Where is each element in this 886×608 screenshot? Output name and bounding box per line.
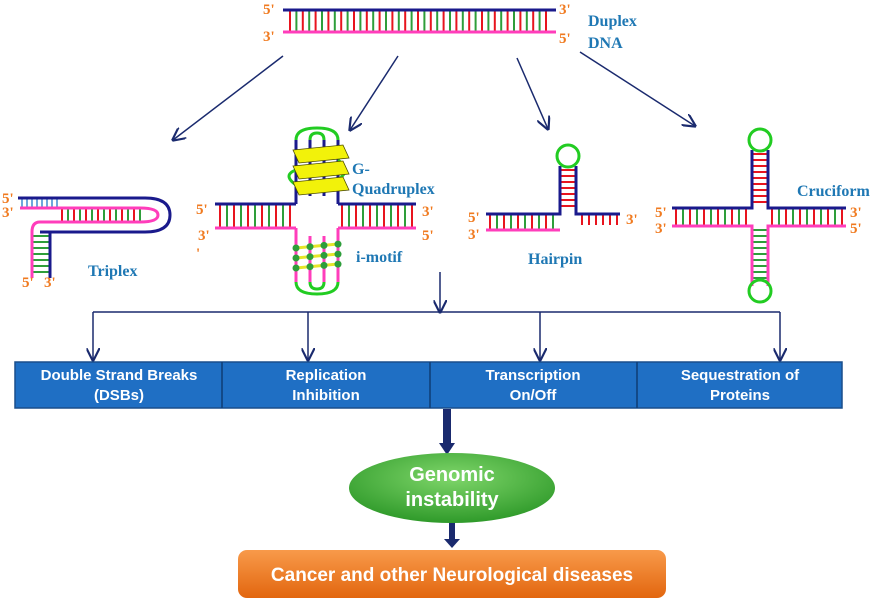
duplex-rungs xyxy=(289,11,547,31)
duplex-3prime-left: 3' xyxy=(263,29,275,45)
consequence-connectors xyxy=(93,272,780,360)
duplex-arrows xyxy=(173,51,695,140)
consequence-boxes: Double Strand Breaks (DSBs) Replication … xyxy=(14,361,843,409)
triplex-5prime: 5' xyxy=(2,191,14,207)
c-base-dot xyxy=(306,253,314,261)
c-base-dot xyxy=(334,260,342,268)
triplex-label: Triplex xyxy=(88,263,137,280)
g-quadruplex-label-2: Quadruplex xyxy=(352,181,435,198)
triplex-5prime-bottom: 5' xyxy=(22,275,34,291)
genomic-line1: Genomic xyxy=(409,464,495,486)
c-base-dot xyxy=(320,241,328,249)
duplex-3prime-right: 3' xyxy=(559,2,571,18)
consequence-replication-line1: Replication xyxy=(286,367,367,384)
hairpin-3prime-right: 3' xyxy=(626,212,638,228)
consequence-transcription-line2: On/Off xyxy=(510,387,558,404)
consequence-sequestration-line1: Sequestration of xyxy=(681,367,800,384)
cruciform-label: Cruciform xyxy=(797,183,871,200)
cruci-5prime-right: 5' xyxy=(850,221,862,237)
duplex-5prime-right: 5' xyxy=(559,31,571,47)
cruciform-structure: 5' 3' 3' 5' Cruciform xyxy=(655,127,871,304)
cruci-3prime: 3' xyxy=(655,221,667,237)
consequence-dsb-line2: (DSBs) xyxy=(94,387,144,404)
consequence-transcription-line1: Transcription xyxy=(485,367,580,384)
duplex-5prime-left: 5' xyxy=(263,2,275,18)
consequence-dsb-line1: Double Strand Breaks xyxy=(41,367,198,384)
hairpin-loop xyxy=(555,143,581,169)
arrow-to-triplex xyxy=(173,55,284,140)
arrow-to-cruciform xyxy=(579,51,695,126)
gq-prime-mark: ' xyxy=(196,246,200,262)
c-base-dot xyxy=(292,244,300,252)
hairpin-structure: 5' 3' 3' Hairpin xyxy=(468,143,638,268)
cruciform-bottom-loop xyxy=(747,278,773,304)
g-tetrad-2 xyxy=(292,160,350,180)
arrow-to-hairpin xyxy=(516,57,548,129)
disease-label: Cancer and other Neurological diseases xyxy=(271,565,633,586)
g-quadruplex-label: G- xyxy=(352,161,370,178)
disease-node: Cancer and other Neurological diseases xyxy=(238,550,666,598)
g-tetrad-3 xyxy=(292,176,350,196)
c-base-dot xyxy=(306,263,314,271)
c-base-dot xyxy=(320,251,328,259)
gq-5prime-left: 5' xyxy=(196,202,208,218)
c-base-dot xyxy=(320,261,328,269)
triplex-structure: 5' 3' 5' 3' Triplex xyxy=(2,191,172,291)
triplex-3prime: 3' xyxy=(2,205,14,221)
gq-3prime-right: 3' xyxy=(422,204,434,220)
duplex-label-2: DNA xyxy=(588,35,623,52)
cruci-3prime-right: 3' xyxy=(850,205,862,221)
hairpin-5prime: 5' xyxy=(468,210,480,226)
cruci-5prime: 5' xyxy=(655,205,667,221)
g-tetrad-1 xyxy=(292,144,350,164)
consequence-sequestration-line2: Proteins xyxy=(710,387,770,404)
g-quadruplex-structure: 5' 3' ' 3' 5' G- Quadruplex i-motif xyxy=(196,126,435,296)
gq-5prime-right: 5' xyxy=(422,228,434,244)
genomic-instability-node: Genomic instability xyxy=(349,453,555,523)
hairpin-label: Hairpin xyxy=(528,251,582,268)
c-base-dot xyxy=(292,254,300,262)
genomic-line2: instability xyxy=(405,489,499,511)
duplex-dna: 5' 3' 3' 5' Duplex DNA xyxy=(263,2,637,52)
flow-arrows xyxy=(439,409,460,548)
c-base-dot xyxy=(292,264,300,272)
cruciform-top-loop xyxy=(747,127,773,153)
arrow-to-g-quadruplex xyxy=(350,55,399,130)
gq-3prime-left: 3' xyxy=(198,228,210,244)
i-motif-label: i-motif xyxy=(356,249,403,266)
hairpin-3prime: 3' xyxy=(468,227,480,243)
c-base-dot xyxy=(306,243,314,251)
c-base-dot xyxy=(334,240,342,248)
triplex-3prime-bottom: 3' xyxy=(44,275,56,291)
c-base-dot xyxy=(334,250,342,258)
consequence-replication-line2: Inhibition xyxy=(292,387,359,404)
duplex-label: Duplex xyxy=(588,13,637,30)
